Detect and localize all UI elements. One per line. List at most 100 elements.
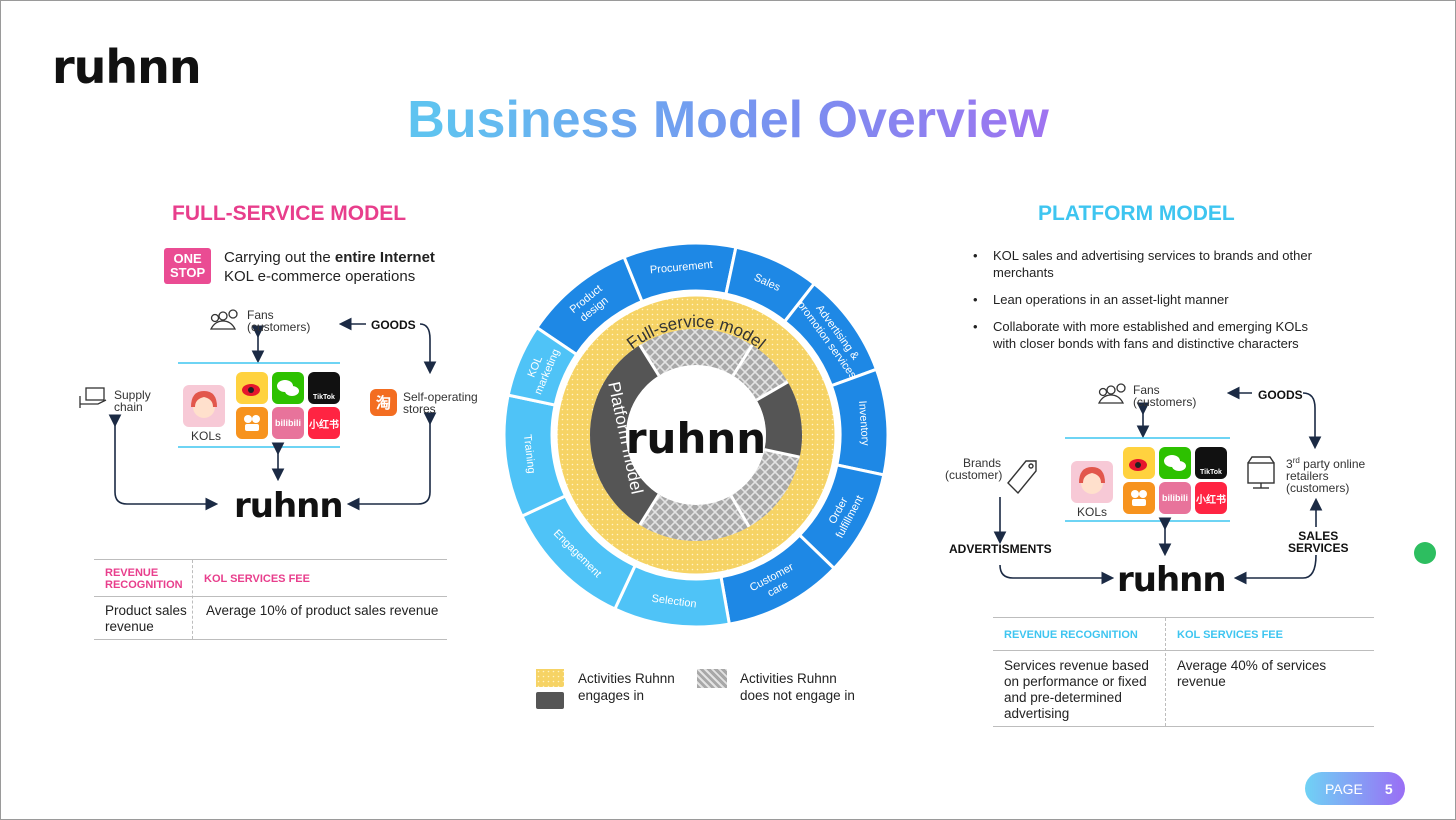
platform-bullet: KOL sales and advertising services to br… [971, 247, 1321, 281]
legend-engaged-swatch [536, 669, 564, 687]
platform-bullets: KOL sales and advertising services to br… [971, 247, 1321, 362]
supply-chain-icon [79, 387, 107, 408]
brands-tag-icon [1007, 460, 1037, 495]
value-line2: revenue [105, 619, 154, 634]
badge-line1: ONE [173, 251, 202, 266]
fans-icon [209, 309, 238, 330]
legend-engage-line1: Activities Ruhnn [578, 671, 675, 686]
weibo-icon [236, 372, 268, 404]
platform-heading: PLATFORM MODEL [1038, 202, 1235, 225]
one-stop-description: Carrying out the entire Internet KOL e-c… [224, 248, 435, 286]
kol-avatar-icon [183, 385, 225, 427]
supply-line1: Supply [114, 388, 151, 402]
tiktok-label: TikTok [313, 393, 335, 401]
fans-line1: Fans [247, 308, 274, 322]
supply-line2: chain [114, 400, 143, 414]
right-revenue-header: REVENUE RECOGNITION [1004, 629, 1138, 641]
retailers-line2: retailers [1286, 469, 1329, 483]
fans-label-right: Fans (customers) [1133, 384, 1196, 408]
right-table-mid-rule [993, 650, 1374, 651]
xiaohongshu-icon: 小红书 [308, 407, 340, 439]
wheel-segment-label: Procurement [649, 259, 713, 276]
legend-engaged-label: Activities Ruhnn engages in [578, 670, 675, 704]
page-title: Business Model Overview [0, 90, 1456, 150]
revenue-recognition-value: Product sales revenue [105, 603, 187, 635]
self-operating-label: Self-operating stores [403, 391, 478, 415]
table-divider [192, 560, 194, 639]
legend-not-engaged-label: Activities Ruhnn does not engage in [740, 670, 855, 704]
retailers-sup: rd [1292, 456, 1300, 465]
fans-label: Fans (customers) [247, 309, 310, 333]
legend-not-line1: Activities Ruhnn [740, 671, 837, 686]
legend-not-engaged-swatch [697, 669, 727, 688]
full-service-diagram [79, 309, 437, 511]
retailers-num: 3 [1286, 457, 1293, 471]
platform-bullet: Collaborate with more established and em… [971, 318, 1321, 352]
supply-chain-label: Supply chain [114, 389, 151, 413]
right-table-top-rule [993, 617, 1374, 618]
retailer-store-icon [1247, 456, 1275, 489]
platform-model-arc-right [756, 382, 802, 458]
bilibili-icon: bilibili [272, 407, 304, 439]
weibo-icon-right [1123, 447, 1155, 479]
tiktok-icon: TikTok [308, 372, 340, 404]
legend-not-line2: does not engage in [740, 688, 855, 703]
right-table-divider [1165, 618, 1167, 726]
legend-platform-swatch [536, 692, 564, 709]
evernote-icon[interactable] [1414, 542, 1436, 564]
retailers-line1: party online [1299, 457, 1366, 471]
taobao-icon: 淘 [370, 389, 397, 416]
page-label: PAGE [1325, 780, 1363, 797]
right-fee-header: KOL SERVICES FEE [1177, 629, 1283, 641]
self-line2: stores [403, 402, 436, 416]
tiktok-label-right: TikTok [1200, 468, 1222, 476]
page-indicator: PAGE 5 [1305, 772, 1405, 805]
one-stop-badge: ONE STOP [164, 248, 212, 284]
right-fee-value: Average 40% of services revenue [1177, 658, 1326, 690]
brands-label: Brands (customer) [945, 456, 1003, 482]
sales-line2: SERVICES [1288, 541, 1349, 555]
rv-line: and pre-determined [1004, 690, 1122, 705]
service-wheel: ProductdesignProcurementSalesAdvertising… [502, 241, 890, 629]
fv-line: revenue [1177, 674, 1226, 689]
revenue-recognition-header: REVENUE RECOGNITION [105, 567, 183, 591]
wheel-center [626, 365, 766, 505]
xiaohongshu-icon-right: 小红书 [1195, 482, 1227, 514]
right-table-bottom-rule [993, 726, 1374, 727]
table-top-rule [94, 559, 447, 560]
brands-line1: Brands [962, 456, 1001, 470]
wechat-icon-right [1159, 447, 1191, 479]
platform-diagram [993, 383, 1323, 585]
wheel-segment [506, 325, 579, 407]
kols-label-right: KOLs [1077, 505, 1108, 519]
kol-services-fee-value: Average 10% of product sales revenue [206, 603, 439, 618]
brands-line2: (customer) [945, 468, 1003, 482]
wheel-segments [502, 241, 890, 629]
badge-line2: STOP [170, 265, 206, 280]
retailers-line3: (customers) [1286, 481, 1350, 495]
wheel-segment-label: Selection [651, 593, 697, 611]
tiktok-icon-right: TikTok [1195, 447, 1227, 479]
desc-bold: entire Internet [334, 249, 435, 266]
goods-label: GOODS [371, 318, 416, 332]
goods-label-right: GOODS [1258, 388, 1303, 402]
kuaishou-icon-right [1123, 482, 1155, 514]
ruhnn-logo: ruhnn [52, 40, 202, 94]
rv-line: Services revenue based [1004, 658, 1149, 673]
table-bottom-rule [94, 639, 447, 640]
sales-services-label: SALES SERVICES [1288, 530, 1348, 554]
full-service-heading: FULL-SERVICE MODEL [172, 202, 407, 225]
advertisments-label: ADVERTISMENTS [949, 542, 1052, 556]
platform-model-arc [590, 345, 659, 525]
right-revenue-value: Services revenue based on performance or… [1004, 658, 1149, 722]
head-line2: RECOGNITION [105, 579, 183, 591]
kols-label: KOLs [191, 429, 222, 443]
retailers-label: 3rd party online retailers (customers) [1286, 455, 1365, 494]
bilibili-icon-right: bilibili [1159, 482, 1191, 514]
desc-line2: KOL e-commerce operations [224, 268, 416, 285]
wheel-segment-label: Inventory [856, 400, 871, 446]
table-mid-rule [94, 596, 447, 597]
wechat-icon [272, 372, 304, 404]
sales-line1: SALES [1298, 529, 1339, 543]
platform-bullet: Lean operations in an asset-light manner [971, 291, 1321, 308]
